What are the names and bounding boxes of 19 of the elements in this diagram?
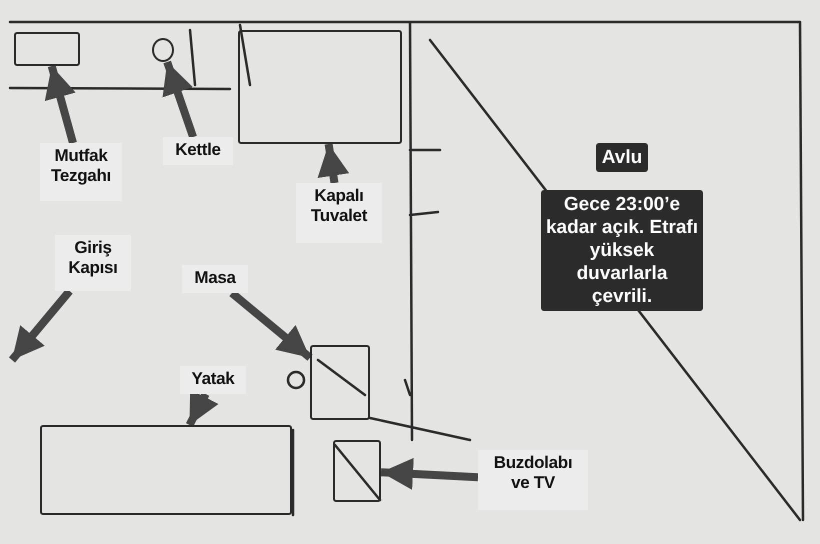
table-drawing [310,345,370,420]
arrow [380,458,478,490]
callout-label: Giriş Kapısı [55,235,131,291]
callout-label: Kettle [163,137,233,165]
bed-drawing [40,425,292,515]
arrow [318,143,350,184]
counter-drawing [14,32,80,66]
callout-label: Kapalı Tuvalet [296,183,382,243]
kettle-drawing [152,38,174,62]
arrow [44,64,77,144]
note-text: Gece 23:00’e kadar açık. Etrafı yüksek duvarlarla çevrili. [541,190,703,311]
callout-label: Mutfak Tezgahı [40,143,122,201]
callout-label: Buzdolabı ve TV [478,450,588,510]
callout-label: Yatak [180,366,246,394]
arrow [162,60,197,138]
area-label: Avlu [596,143,648,172]
fridge-drawing [333,440,381,502]
callout-label: Masa [182,265,248,293]
toilet-room-drawing [238,30,402,144]
